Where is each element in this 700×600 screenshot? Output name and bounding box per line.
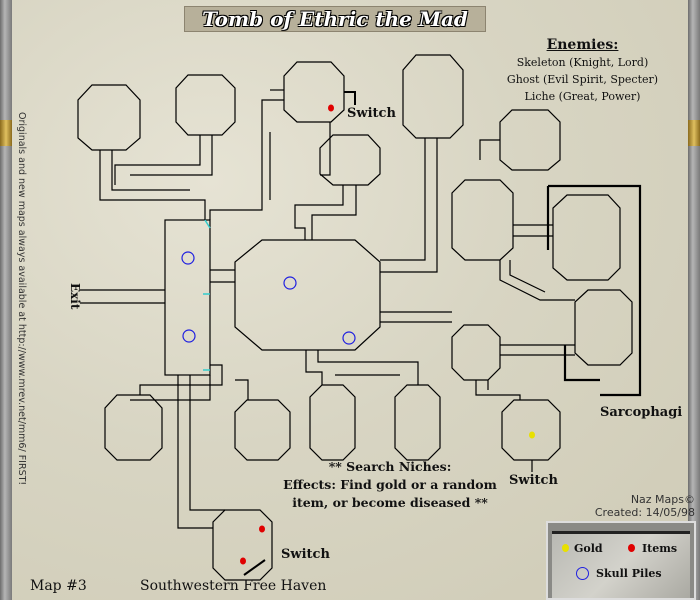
enemy-item: Liche (Great, Power)	[524, 90, 641, 103]
room	[175, 74, 236, 136]
switch-label: Switch	[281, 547, 330, 562]
room	[319, 134, 381, 186]
left-pillar	[0, 0, 12, 600]
skull-pile-icon	[181, 251, 195, 265]
niche-line: Effects: Find gold or a random	[283, 477, 497, 492]
map-number: Map #3	[30, 578, 87, 594]
room	[212, 509, 273, 581]
room	[104, 394, 163, 461]
exit-label: Exit	[68, 283, 82, 310]
right-pillar	[688, 0, 700, 600]
enemy-item: Ghost (Evil Spirit, Specter)	[506, 73, 659, 86]
enemies-heading: Enemies:	[546, 37, 619, 53]
room	[451, 179, 514, 261]
room	[77, 84, 141, 151]
room	[552, 194, 621, 281]
corridors	[80, 89, 575, 529]
author: Naz Maps©	[630, 493, 695, 506]
item-icon	[240, 557, 246, 565]
room	[394, 384, 441, 461]
skull-pile-icon	[182, 329, 196, 343]
central-hall	[234, 239, 381, 351]
legend-skulls: Skull Piles	[596, 567, 662, 580]
room	[309, 384, 356, 461]
item-icon	[628, 544, 635, 552]
skull-pile-icon	[342, 331, 356, 345]
skull-pile-icon	[576, 567, 589, 580]
rooms	[77, 54, 633, 581]
west-hall	[164, 219, 211, 376]
map-title: Tomb of Ethric the Mad	[184, 6, 486, 32]
room	[451, 324, 501, 381]
switch-label: Switch	[509, 473, 558, 488]
legend-items: Items	[642, 542, 678, 555]
niche-line: item, or become diseased **	[292, 495, 488, 510]
room	[402, 54, 464, 139]
gold-icon	[562, 544, 569, 552]
location-name: Southwestern Free Haven	[140, 578, 327, 594]
created-date: Created: 14/05/98	[594, 506, 695, 519]
enemies-panel: Enemies: Skeleton (Knight, Lord) Ghost (…	[500, 36, 665, 105]
sarcophagi-walls	[546, 184, 642, 397]
legend-gold: Gold	[574, 542, 603, 555]
niche-line: ** Search Niches:	[328, 459, 452, 474]
enemy-item: Skeleton (Knight, Lord)	[516, 56, 649, 69]
item-icon	[259, 525, 265, 533]
switch-label: Switch	[347, 106, 396, 121]
room	[499, 109, 561, 171]
search-niches-note: ** Search Niches: Effects: Find gold or …	[270, 458, 510, 512]
doors	[203, 219, 211, 371]
switch-markers	[243, 91, 356, 576]
item-icon	[328, 104, 334, 112]
sarcophagi-label: Sarcophagi	[600, 405, 683, 420]
room	[283, 61, 345, 123]
skull-pile-icon	[283, 276, 297, 290]
room	[234, 399, 291, 461]
gold-icon	[529, 431, 535, 439]
legend: Gold Items Skull Piles	[546, 521, 696, 600]
room	[574, 289, 633, 366]
source-note: Originals and new maps always available …	[16, 112, 27, 486]
room	[501, 399, 561, 461]
credit: Naz Maps© Created: 14/05/98	[595, 493, 695, 519]
skull-piles	[181, 251, 356, 345]
